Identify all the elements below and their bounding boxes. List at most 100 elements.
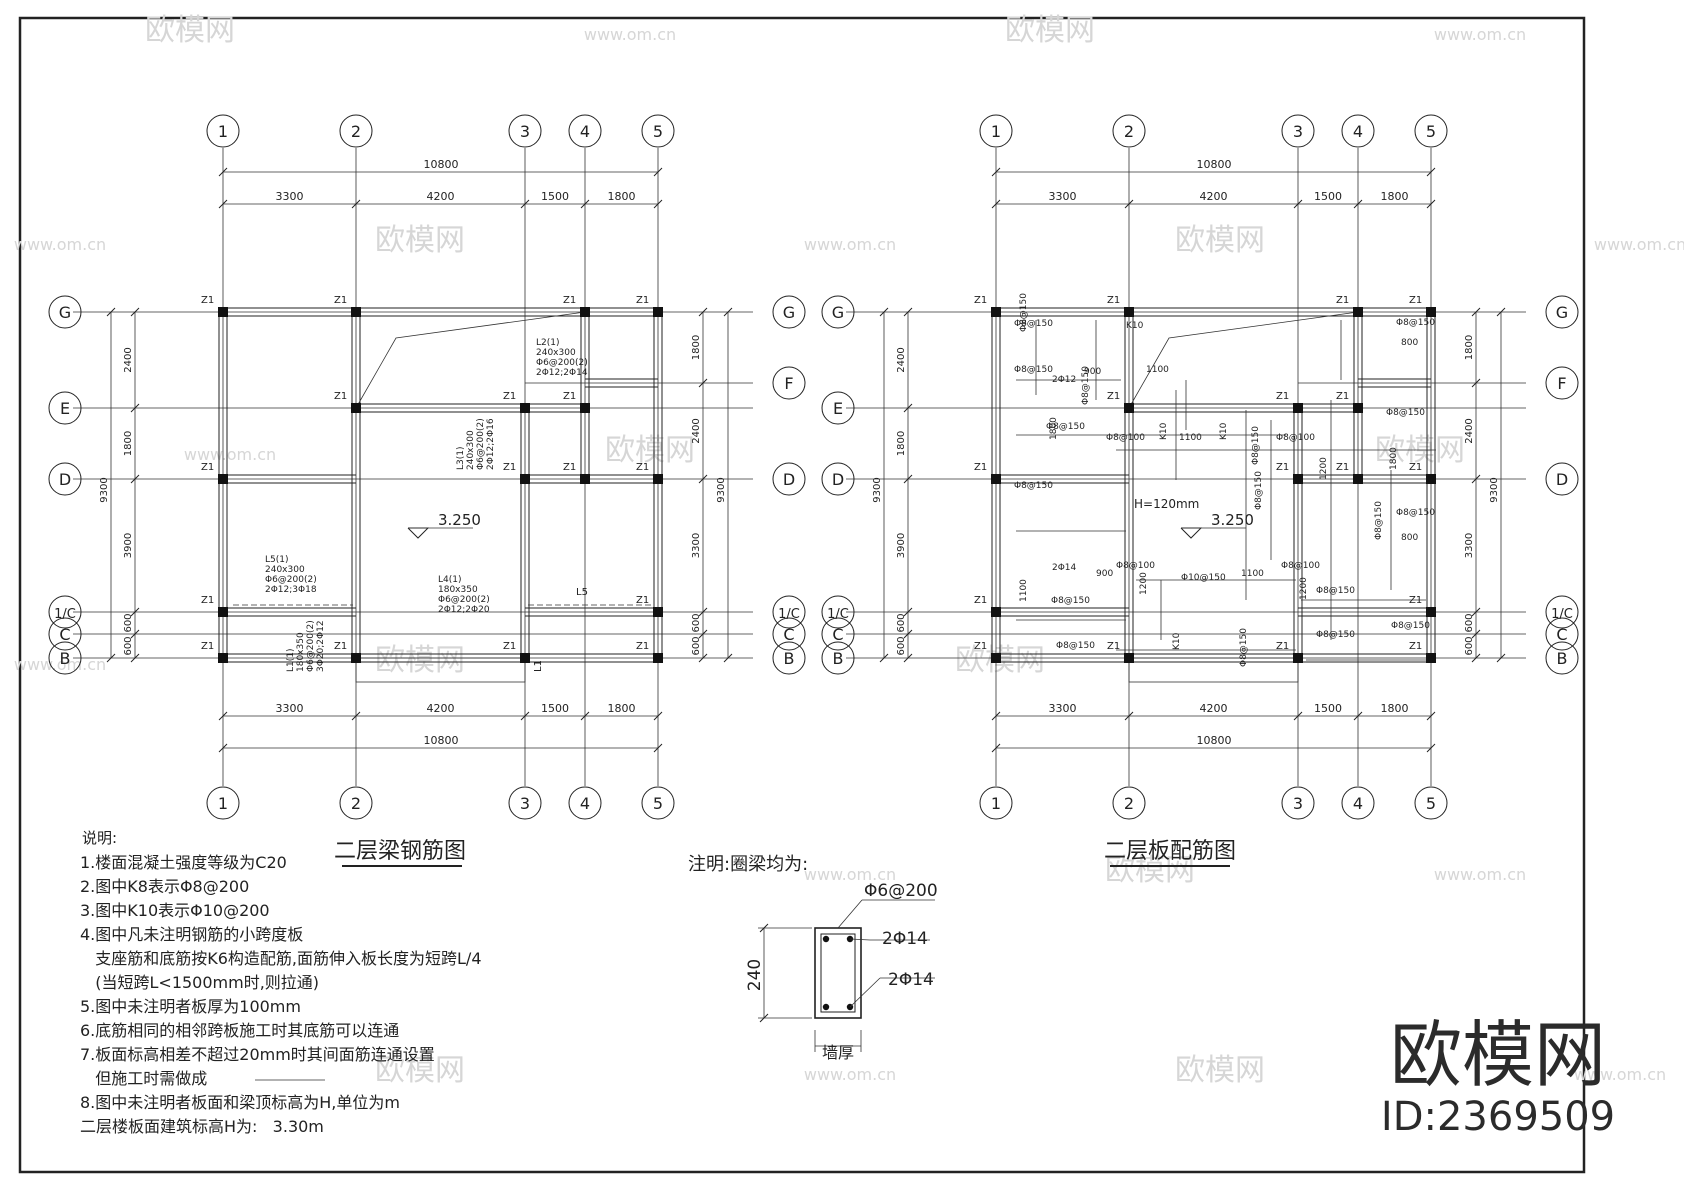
dim-tick xyxy=(903,307,913,317)
axis-x-bubble xyxy=(1341,114,1375,148)
dim-tick xyxy=(1496,307,1506,317)
beam-bars: 2Φ12;2Φ20 xyxy=(438,605,490,615)
beam-id: L2(1) xyxy=(536,338,560,348)
elevation-label: 3.250 xyxy=(438,511,481,529)
axis-y-bubble xyxy=(821,462,855,496)
axis-y-label: F xyxy=(784,374,793,393)
axis-y-label: G xyxy=(1556,303,1568,322)
column-label: Z1 xyxy=(1336,462,1349,473)
axis-x-label: 1 xyxy=(991,122,1001,141)
dim-tick xyxy=(991,167,1001,177)
dim-tick xyxy=(653,743,663,753)
column-label: Z1 xyxy=(201,295,214,306)
dim-span: 600 xyxy=(896,636,907,655)
column xyxy=(1353,474,1363,484)
dim-tick xyxy=(1471,474,1481,484)
axis-x-bubble xyxy=(206,114,240,148)
axis-y-bubble xyxy=(772,366,806,400)
column-label: Z1 xyxy=(563,295,576,306)
column xyxy=(218,607,228,617)
column xyxy=(520,403,530,413)
rebar-label: 1100 xyxy=(1179,433,1202,443)
rebar-label: 1800 xyxy=(1389,447,1399,470)
dim-tick xyxy=(653,167,663,177)
axis-x-bubble xyxy=(1281,786,1315,820)
axis-x-label: 1 xyxy=(218,122,228,141)
axis-x-bubble xyxy=(1341,786,1375,820)
dim-tick xyxy=(903,653,913,663)
note-line: 2.图中K8表示Φ8@200 xyxy=(80,877,249,896)
dim-span: 4200 xyxy=(427,702,455,715)
watermark-logo: 欧模网 xyxy=(1175,223,1265,258)
rebar-label: 1100 xyxy=(1146,365,1169,375)
column-label: Z1 xyxy=(1276,462,1289,473)
rebar-label: 800 xyxy=(1401,533,1418,543)
dim-tick xyxy=(698,307,708,317)
bottom-bars-label: 2Φ14 xyxy=(888,970,934,990)
rebar-label: Φ8@100 xyxy=(1281,561,1320,571)
watermark-site: www.om.cn xyxy=(1434,25,1526,44)
dim-total: 10800 xyxy=(1197,158,1232,171)
axis-x-bubble xyxy=(641,786,675,820)
dim-span: 4200 xyxy=(427,190,455,203)
axis-x-label: 2 xyxy=(1124,794,1134,813)
column xyxy=(991,607,1001,617)
beam-size: 240x300 xyxy=(536,348,576,358)
column-label: Z1 xyxy=(201,641,214,652)
dim-span: 1800 xyxy=(608,190,636,203)
column-label: Z1 xyxy=(1409,295,1422,306)
dim-tick xyxy=(1426,711,1436,721)
dim-tick xyxy=(759,923,769,933)
dim-span: 600 xyxy=(1464,636,1475,655)
axis-y-label: D xyxy=(59,470,71,489)
dim-tick xyxy=(903,403,913,413)
rebar-label: 1200 xyxy=(1139,572,1149,595)
axis-x-label: 3 xyxy=(520,122,530,141)
rebar-label: Φ8@150 xyxy=(1081,366,1091,405)
dim-tick xyxy=(130,629,140,639)
axis-x-bubble xyxy=(508,786,542,820)
axis-y-bubble xyxy=(48,617,82,651)
axis-y-bubble xyxy=(821,641,855,675)
rebar-label: Φ8@150 xyxy=(1396,318,1435,328)
rebar-dot xyxy=(822,1003,830,1011)
rebar-label: 1100 xyxy=(1241,569,1264,579)
beam-bars: 2Φ12;2Φ16 xyxy=(486,418,496,470)
column xyxy=(351,653,361,663)
column xyxy=(1124,403,1134,413)
column xyxy=(1293,474,1303,484)
cantilever-edge xyxy=(1128,657,1299,683)
axis-x-bubble xyxy=(508,114,542,148)
watermark-layer: 欧模网欧模网欧模网欧模网欧模网欧模网欧模网欧模网欧模网欧模网欧模网www.om.… xyxy=(14,13,1684,1088)
watermark-logo: 欧模网 xyxy=(1175,1053,1265,1088)
beam-id: L4(1) xyxy=(438,575,462,585)
rebar-label: Φ8@150 xyxy=(1014,481,1053,491)
rebar-label: Φ8@150 xyxy=(1316,630,1355,640)
rebar-label: Φ8@150 xyxy=(1254,471,1264,510)
dim-span: 3300 xyxy=(1464,533,1475,558)
dim-span: 3900 xyxy=(123,533,134,558)
elevation-label: 3.250 xyxy=(1211,511,1254,529)
rebar-label: K10 xyxy=(1172,632,1182,650)
watermark-site: www.om.cn xyxy=(1434,865,1526,884)
dim-tick xyxy=(218,199,228,209)
column xyxy=(1124,653,1134,663)
column xyxy=(1426,653,1436,663)
note-line: (当短跨L<1500mm时,则拉通) xyxy=(80,973,319,992)
leader-line xyxy=(849,938,871,941)
note-line: 6.底筋相同的相邻跨板施工时其底筋可以连通 xyxy=(80,1021,399,1040)
dim-span: 1500 xyxy=(541,190,569,203)
dim-tick xyxy=(130,653,140,663)
axis-y-bubble xyxy=(48,462,82,496)
dim-tick xyxy=(130,474,140,484)
axis-y-bubble xyxy=(48,391,82,425)
watermark-site: www.om.cn xyxy=(184,445,276,464)
watermark-site: www.om.cn xyxy=(14,655,106,674)
column xyxy=(520,474,530,484)
axis-y-label: 1/C xyxy=(54,607,76,622)
axis-y-label: C xyxy=(1556,625,1567,644)
